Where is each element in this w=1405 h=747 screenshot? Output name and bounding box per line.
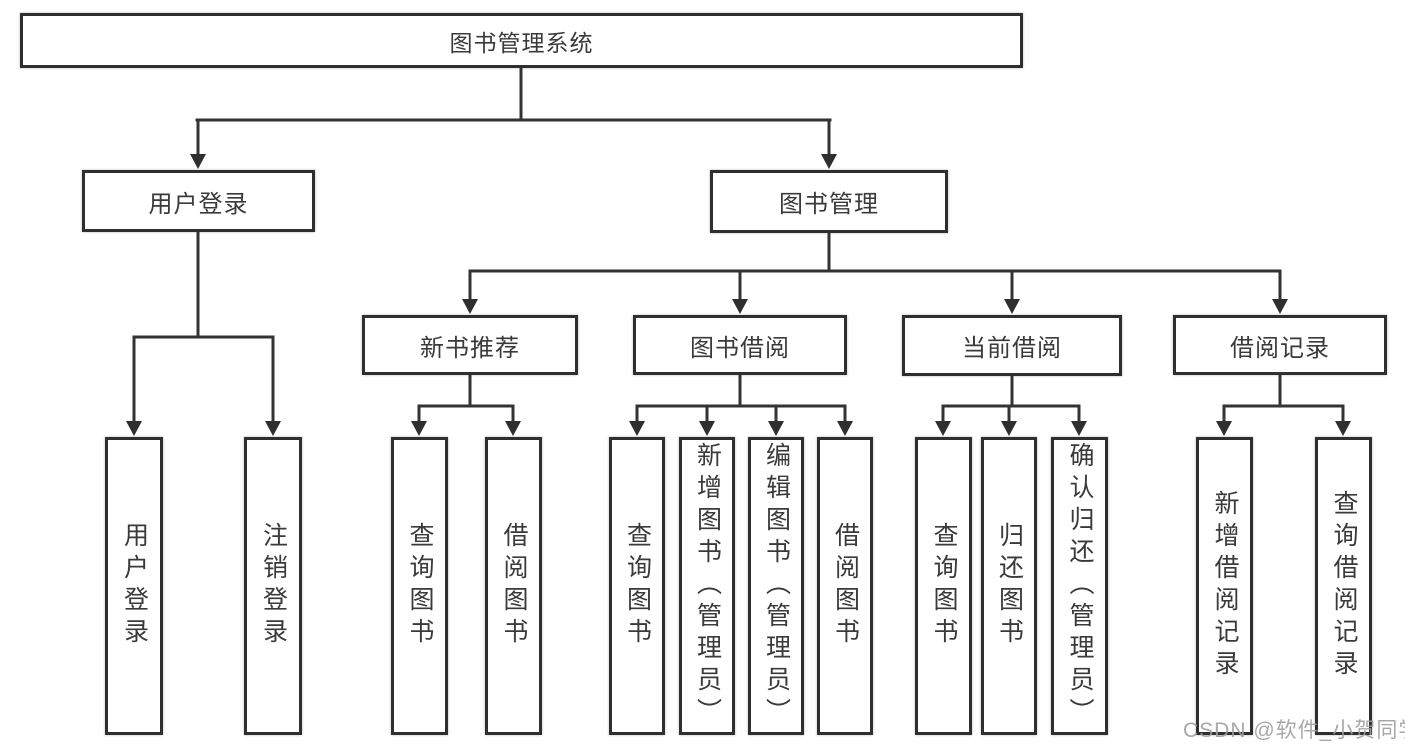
node-borrow-records: 借阅记录 [1173,315,1387,375]
leaf-logout-label: 注销登录 [259,522,288,650]
node-current-borrow-label: 当前借阅 [962,335,1062,362]
node-library-system: 图书管理系统 [20,13,1023,68]
leaf-confirm-return-admin: 确认归还（管理员） [1051,437,1108,735]
node-book-borrow-label: 图书借阅 [690,334,790,362]
csdn-watermark: CSDN @软件_小贺同学 [1183,719,1405,742]
leaf-add-book-admin: 新增图书（管理员） [679,437,735,735]
leaf-query-borrow-record-label: 查询借阅记录 [1330,490,1358,682]
leaf-query-books-current: 查询图书 [915,437,972,735]
leaf-borrow-books-recommend-label: 借阅图书 [500,522,528,650]
leaf-confirm-return-admin-label: 确认归还（管理员） [1066,442,1094,730]
node-library-system-label: 图书管理系统 [449,29,594,56]
leaf-borrow-books-recommend: 借阅图书 [485,437,542,735]
node-user-login: 用户登录 [82,170,315,232]
leaf-query-books-recommend: 查询图书 [391,437,448,735]
leaf-query-books-borrow: 查询图书 [609,437,665,735]
leaf-query-books-recommend-label: 查询图书 [406,522,434,650]
arrowhead-icons [126,154,1351,436]
node-book-borrow: 图书借阅 [633,315,847,375]
leaf-query-borrow-record: 查询借阅记录 [1315,437,1372,735]
leaf-user-login-label: 用户登录 [120,522,149,650]
leaf-user-login: 用户登录 [105,437,163,735]
node-new-book-recommend: 新书推荐 [362,315,578,375]
node-user-login-label: 用户登录 [148,190,249,218]
leaf-borrow-books: 借阅图书 [817,437,873,735]
node-new-book-recommend-label: 新书推荐 [420,334,520,362]
leaf-query-books-current-label: 查询图书 [930,522,958,650]
leaf-edit-book-admin: 编辑图书（管理员） [748,437,804,735]
leaf-add-borrow-record-label: 新增借阅记录 [1211,490,1239,682]
leaf-logout: 注销登录 [244,437,302,735]
leaf-query-books-borrow-label: 查询图书 [623,522,652,650]
leaf-return-book-label: 归还图书 [995,522,1024,650]
node-book-management-label: 图书管理 [779,191,879,218]
leaf-edit-book-admin-label: 编辑图书（管理员） [762,442,791,730]
node-current-borrow: 当前借阅 [902,315,1122,376]
leaf-add-book-admin-label: 新增图书（管理员） [693,442,722,730]
leaf-add-borrow-record: 新增借阅记录 [1196,437,1253,735]
node-borrow-records-label: 借阅记录 [1230,334,1330,362]
leaf-borrow-books-label: 借阅图书 [831,522,860,650]
leaf-return-book: 归还图书 [981,437,1037,735]
node-book-management: 图书管理 [710,170,948,233]
